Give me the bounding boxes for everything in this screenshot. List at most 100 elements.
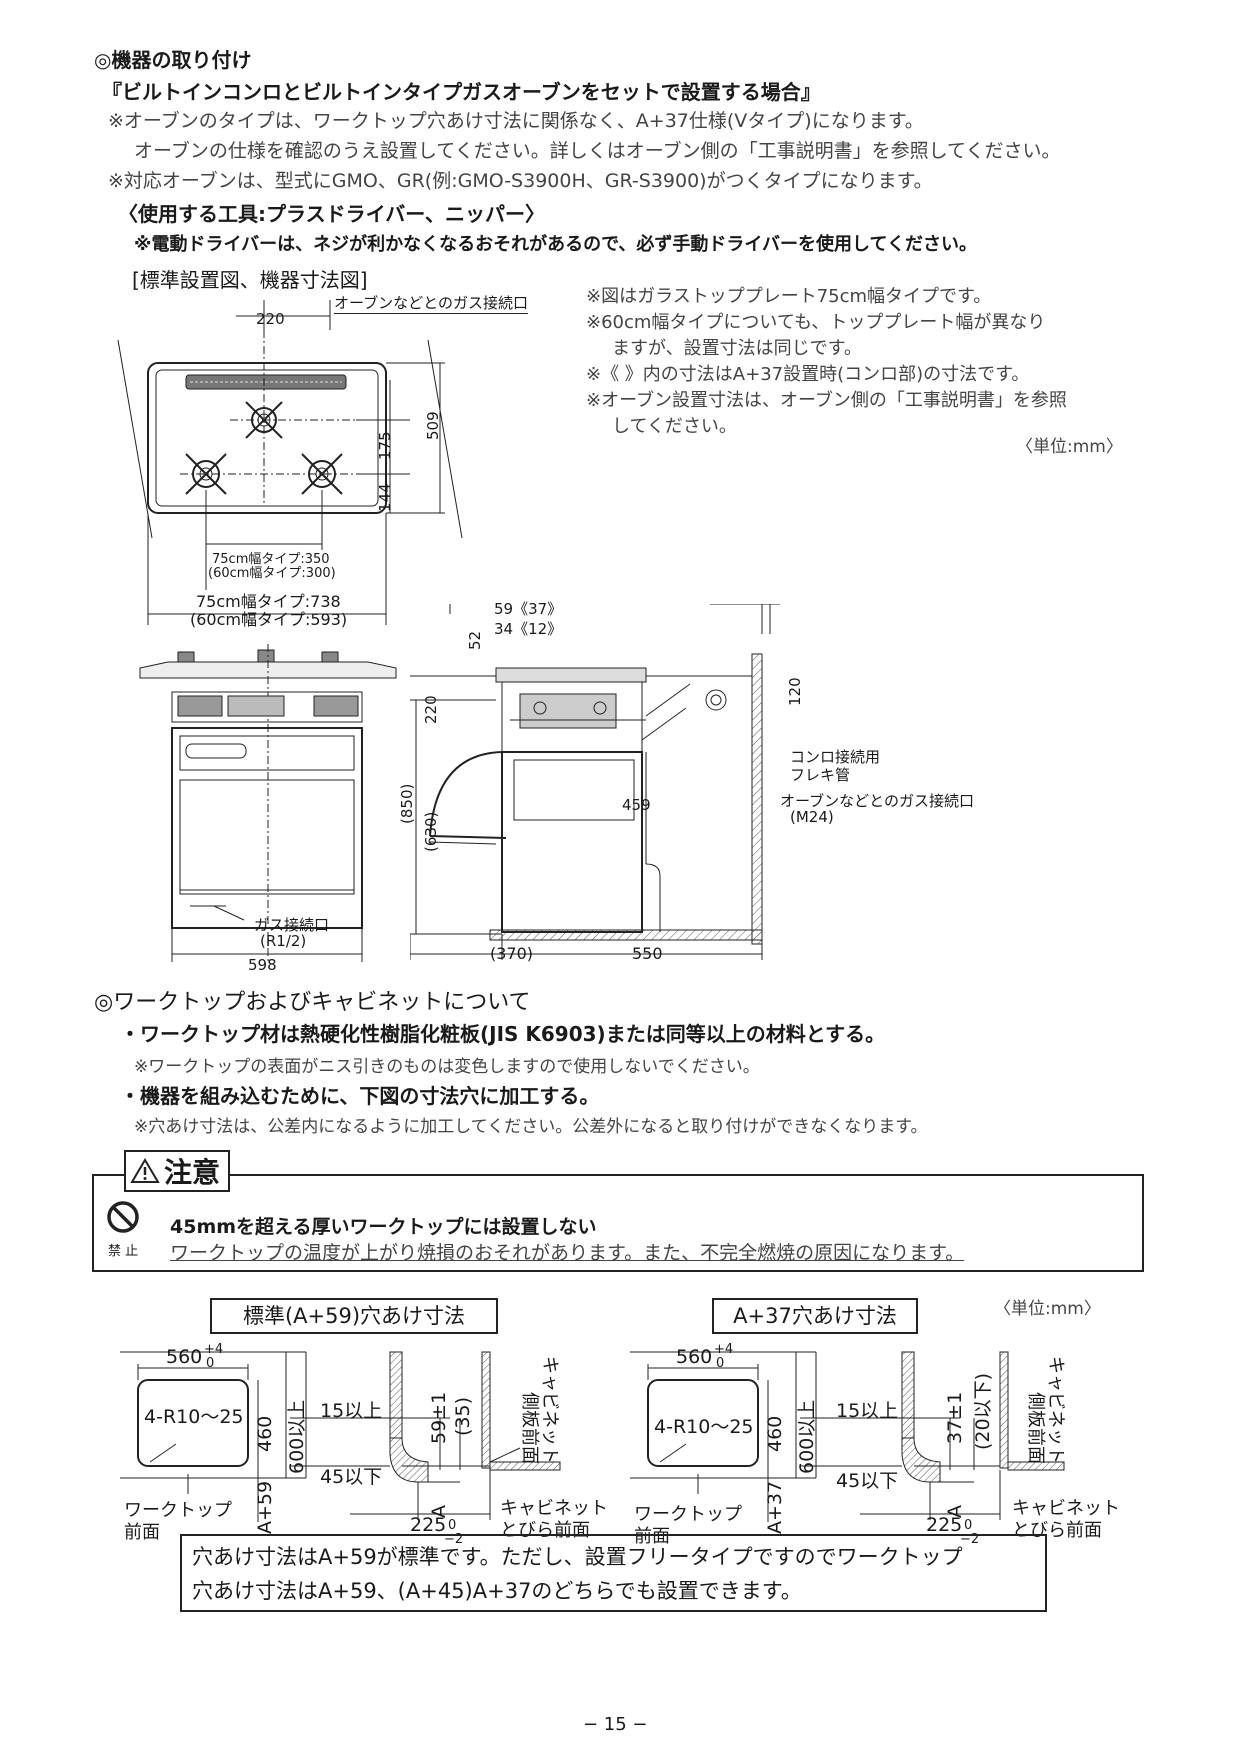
warning-triangle-icon — [130, 1158, 160, 1183]
page-number: − 15 − — [583, 1714, 648, 1735]
cutout-right-a37: A+37 — [764, 1480, 786, 1534]
oven-type-note: ※オーブンのタイプは、ワークトップ穴あけ寸法に関係なく、A+37仕様(Vタイプ)… — [108, 110, 924, 132]
burner-span-60: (60cm幅タイプ:300) — [208, 566, 336, 581]
cutout-a37-diagram — [630, 1351, 1065, 1522]
dim-59: 59《37》 — [494, 600, 563, 618]
caution-title: 注意 — [164, 1156, 221, 1189]
figure-note: ますが、設置寸法は同じです。 — [612, 338, 862, 359]
caution-tab: 注意 — [124, 1150, 231, 1192]
cutout-left-cabinet-door: キャビネット — [500, 1498, 608, 1519]
dim-509: 509 — [424, 411, 442, 440]
cutout-left-radius: 4-R10〜25 — [144, 1406, 244, 1428]
section-heading-installation: ◎機器の取り付け — [94, 48, 252, 72]
front-gas-connection-label: ガス接続口 — [254, 916, 330, 934]
cutout-tolerance-note: ※穴あけ寸法は、公差内になるように加工してください。公差外になると取り付けができ… — [134, 1117, 928, 1137]
worktop-material-bullet: ・ワークトップ材は熱硬化性樹脂化粧板(JIS K6903)または同等以上の材料と… — [120, 1022, 886, 1046]
cutout-left-worktop: ワークトップ — [124, 1500, 232, 1521]
figure-note: ※図はガラストッププレート75cm幅タイプです。 — [586, 286, 992, 307]
oven-gas-port-label: オーブンなどとのガス接続口 — [780, 792, 974, 810]
prohibition-icon — [107, 1201, 139, 1233]
cutout-standard-title: 標準(A+59)穴あけ寸法 — [210, 1298, 498, 1334]
cutout-left-d35: (35) — [452, 1396, 474, 1436]
width-60: (60cm幅タイプ:593) — [190, 610, 348, 629]
cutout-left-min15: 15以上 — [320, 1400, 383, 1422]
figure-note: ※《 》内の寸法はA+37設置時(コンロ部)の寸法です。 — [586, 364, 1030, 385]
cutout-right-cabinet-door: キャビネット — [1012, 1498, 1120, 1519]
flex-pipe-label: コンロ接続用 — [790, 748, 881, 766]
cutout-left-a59: A+59 — [254, 1480, 276, 1534]
installation-note-line-1: 穴あけ寸法はA+59が標準です。ただし、設置フリータイプですのでワークトップ — [192, 1545, 963, 1569]
installation-note-box: 穴あけ寸法はA+59が標準です。ただし、設置フリータイプですのでワークトップ 穴… — [180, 1534, 1047, 1612]
cooktop-front-view-diagram — [139, 644, 397, 964]
cutout-left-width-tol-up: +4 — [204, 1342, 224, 1357]
oven-gas-connection-label: オーブンなどとのガス接続口 — [334, 294, 528, 314]
dim-220-side: 220 — [422, 695, 440, 724]
dim-550: 550 — [632, 944, 663, 963]
caution-box — [92, 1174, 1144, 1272]
compatible-oven-note: ※対応オーブンは、型式にGMO、GR(例:GMO-S3900H、GR-S3900… — [108, 170, 933, 192]
cutout-left-width-tol-low: 0 — [206, 1356, 215, 1371]
cutout-right-d225: 225 — [926, 1514, 963, 1536]
dim-34: 34《12》 — [494, 620, 563, 638]
width-75: 75cm幅タイプ:738 — [196, 592, 341, 611]
figure-title: [標準設置図、機器寸法図] — [132, 268, 368, 292]
flex-pipe-label-2: フレキ管 — [790, 766, 851, 784]
unit-label-cutout: 〈単位:mm〉 — [994, 1299, 1101, 1319]
dim-850: (850) — [398, 783, 416, 824]
dim-370: (370) — [490, 944, 534, 963]
installation-subheading: 『ビルトインコンロとビルトインタイプガスオーブンをセットで設置する場合』 — [102, 80, 821, 104]
prohibition-label: 禁 止 — [108, 1244, 139, 1259]
burner-rear — [245, 401, 283, 439]
front-gas-connection-size: (R1/2) — [260, 932, 307, 950]
cutout-left-front: 前面 — [124, 1522, 160, 1543]
section-heading-worktop: ◎ワークトップおよびキャビネットについて — [94, 990, 531, 1015]
worktop-varnish-note: ※ワークトップの表面がニス引きのものは変色しますので使用しないでください。 — [134, 1057, 760, 1077]
dim-220: 220 — [256, 310, 285, 328]
cutout-bullet: ・機器を組み込むために、下図の寸法穴に加工する。 — [120, 1084, 600, 1108]
cutout-right-min15: 15以上 — [836, 1400, 899, 1422]
cutout-right-width-560: 560 — [676, 1346, 713, 1368]
cutout-standard-diagram — [120, 1351, 561, 1522]
tools-heading: 〈使用する工具:プラスドライバー、ニッパー〉 — [118, 202, 545, 226]
figure-note: ※60cm幅タイプについても、トッププレート幅が異なり — [586, 312, 1046, 333]
cutout-left-width-560: 560 — [166, 1346, 203, 1368]
cutout-left-cabinet-side-2: 側板前面 — [519, 1392, 540, 1464]
cutout-right-height-460: 460 — [764, 1415, 786, 1452]
figure-note: してください。 — [612, 416, 737, 437]
cutout-left-d59: 59±1 — [428, 1391, 450, 1444]
dim-52: 52 — [466, 630, 484, 650]
cutout-right-d37: 37±1 — [944, 1391, 966, 1444]
cutout-a37-title: A+37穴あけ寸法 — [712, 1298, 918, 1334]
front-width-598: 598 — [248, 956, 277, 974]
cutout-left-max45: 45以下 — [320, 1466, 383, 1488]
tools-warning: ※電動ドライバーは、ネジが利かなくなるおそれがあるので、必ず手動ドライバーを使用… — [134, 234, 977, 255]
dim-144: 144 — [376, 483, 394, 512]
cutout-left-d225: 225 — [410, 1514, 447, 1536]
cutout-right-max45: 45以下 — [836, 1470, 899, 1492]
unit-label: 〈単位:mm〉 — [1016, 437, 1123, 457]
burner-span-75: 75cm幅タイプ:350 — [212, 552, 330, 567]
cutout-left-d225-tol-up: 0 — [448, 1518, 457, 1533]
cutout-right-cabinet-side-2: 側板前面 — [1025, 1392, 1046, 1464]
dim-175: 175 — [376, 431, 394, 460]
cutout-right-d20: (20以下) — [972, 1372, 994, 1450]
installation-note-line-2: 穴あけ寸法はA+59、(A+45)A+37のどちらでも設置できます。 — [192, 1579, 802, 1603]
cutout-left-height-460: 460 — [254, 1415, 276, 1452]
cutout-right-width-tol-low: 0 — [716, 1356, 725, 1371]
cutout-right-height-600: 600以上 — [796, 1399, 818, 1474]
dim-459: 459 — [622, 796, 651, 814]
caution-line-2: ワークトップの温度が上がり焼損のおそれがあります。また、不完全燃焼の原因になりま… — [170, 1242, 965, 1264]
cooktop-side-view-diagram — [410, 604, 780, 960]
cooktop-top-view-diagram — [117, 300, 463, 625]
cutout-right-radius: 4-R10〜25 — [654, 1416, 754, 1438]
cutout-right-width-tol-up: +4 — [714, 1342, 734, 1357]
dim-630: (630) — [422, 811, 440, 852]
cutout-right-d225-tol-up: 0 — [964, 1518, 973, 1533]
oven-spec-note: オーブンの仕様を確認のうえ設置してください。詳しくはオーブン側の「工事説明書」を… — [134, 140, 1061, 162]
dim-120: 120 — [786, 677, 804, 706]
cutout-right-worktop: ワークトップ — [634, 1504, 742, 1525]
caution-line-1: 45mmを超える厚いワークトップには設置しない — [170, 1216, 597, 1238]
cutout-right-front: 前面 — [634, 1526, 670, 1547]
oven-gas-port-size: (M24) — [790, 808, 834, 826]
cutout-left-height-600: 600以上 — [286, 1399, 308, 1474]
